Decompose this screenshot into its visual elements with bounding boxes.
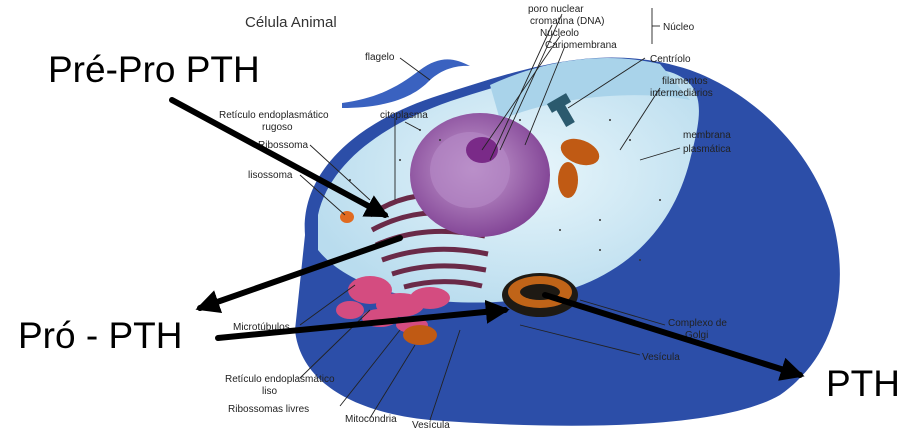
diagram-title: Célula Animal [245,14,337,31]
label-mitochondria: Mitocondria [345,414,397,425]
label-chromatin: cromatina (DNA) [530,16,604,27]
label-nucleolus: Nucleolo [540,28,579,39]
label-golgi-1: Complexo de [668,318,727,329]
label-membrane-1: membrana [683,130,731,141]
label-filaments-2: intermediários [650,88,713,99]
label-free-ribosomes: Ribossomas livres [228,404,309,415]
label-pro-pth: Pró - PTH [18,315,182,356]
label-pre-pro-pth: Pré-Pro PTH [48,49,260,90]
label-cytoplasm: citoplasma [380,110,428,121]
label-vesicle-right: Vesícula [642,352,680,363]
label-rough-er-1: Retículo endoplasmático [219,110,329,121]
label-membrane-2: plasmática [683,144,731,155]
label-nuclear-pore: poro nuclear [528,4,584,15]
label-centriole: Centríolo [650,54,691,65]
label-lysosome: lisossoma [248,170,293,181]
label-filaments-1: filamentos [662,76,708,87]
label-smooth-er-2: liso [262,386,277,397]
label-rough-er-2: rugoso [262,122,293,133]
golgi-complex [502,273,578,317]
label-smooth-er-1: Retículo endoplasmático [225,374,335,385]
label-pth: PTH [826,363,900,404]
label-nuclear-envelope: Cariomembrana [545,40,617,51]
label-nucleus: Núcleo [663,22,695,33]
label-vesicle-bottom: Vesícula [412,420,450,431]
label-flagellum: flagelo [365,52,395,63]
